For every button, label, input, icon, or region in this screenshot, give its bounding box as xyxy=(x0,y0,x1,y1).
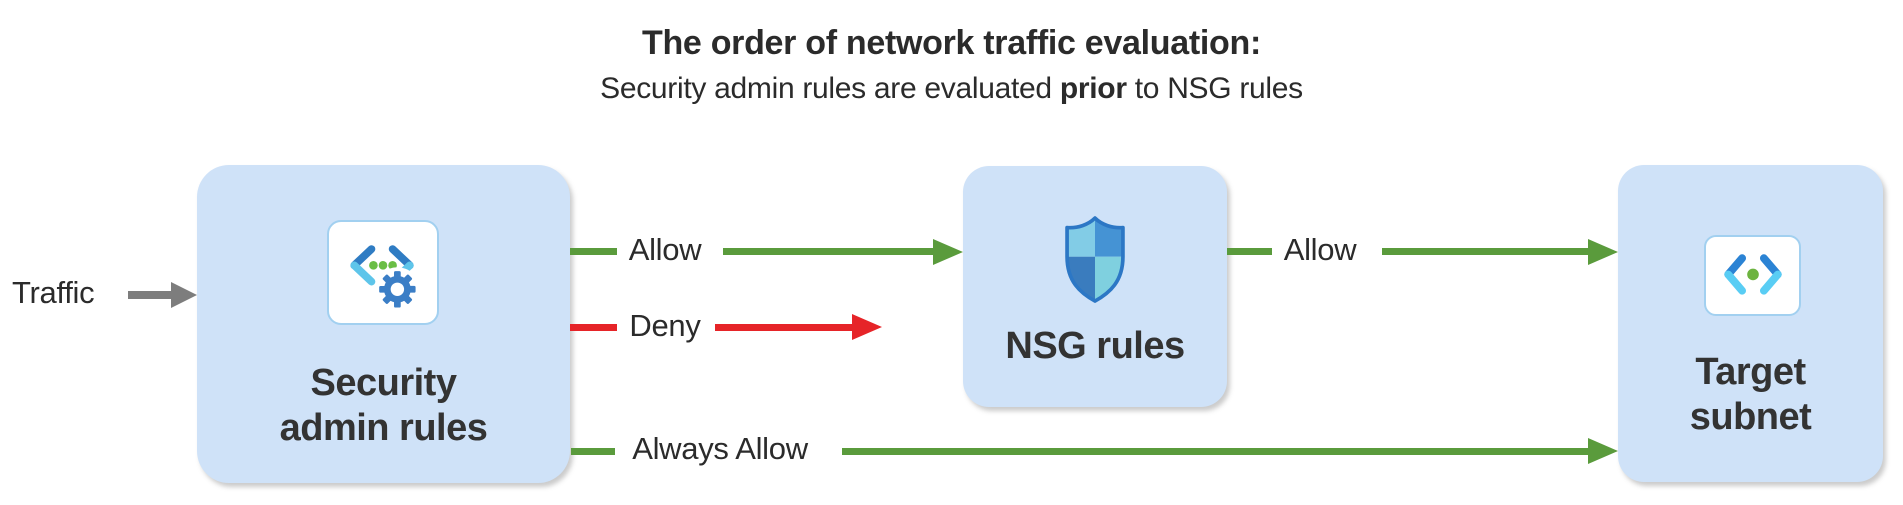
node-label-line1: NSG rules xyxy=(1005,325,1185,367)
node-label-line2: subnet xyxy=(1689,395,1812,438)
subtitle-text-prefix: Security admin rules are evaluated xyxy=(600,72,1060,105)
deny-arrow-tail xyxy=(570,324,617,331)
deny-arrow-head xyxy=(852,314,882,340)
subtitle-emphasis: prior xyxy=(1059,72,1127,105)
node-security-admin-rules: Security admin rules xyxy=(197,165,570,483)
node-target-subnet: Target subnet xyxy=(1618,165,1883,482)
always-allow-arrow-shaft xyxy=(842,448,1588,455)
node-label-line1: Security xyxy=(310,362,457,404)
node-label-nsg: NSG rules xyxy=(963,324,1227,369)
node-label-security-admin: Security admin rules xyxy=(197,361,570,451)
allow-right-arrow-label: Allow xyxy=(1283,232,1357,267)
always-allow-arrow-label: Always Allow xyxy=(632,431,808,466)
allow-top-arrow-tail xyxy=(570,248,617,255)
allow-top-arrow-shaft xyxy=(723,248,933,255)
subnet-code-brackets-icon xyxy=(1723,253,1782,295)
node-label-line1: Target xyxy=(1695,351,1806,393)
deny-arrow-label: Deny xyxy=(629,308,701,343)
nsg-shield-icon xyxy=(1065,216,1125,303)
subtitle-text-suffix: to NSG rules xyxy=(1126,72,1303,105)
target-subnet-icon-card xyxy=(1704,235,1801,316)
allow-right-arrow-head xyxy=(1588,239,1618,265)
diagram-subtitle: Security admin rules are evaluated prior… xyxy=(0,72,1903,106)
node-label-line2: admin rules xyxy=(279,406,488,449)
allow-top-arrow-label: Allow xyxy=(628,232,702,267)
diagram-title: The order of network traffic evaluation: xyxy=(642,24,1261,62)
security-admin-icon-card xyxy=(327,220,439,325)
allow-right-arrow-tail xyxy=(1227,248,1272,255)
node-label-target: Target subnet xyxy=(1618,350,1883,440)
traffic-label: Traffic xyxy=(12,275,95,310)
allow-right-arrow-shaft xyxy=(1382,248,1588,255)
deny-arrow-shaft xyxy=(715,324,852,331)
traffic-arrow-head xyxy=(171,282,197,308)
allow-top-arrow-head xyxy=(933,239,963,265)
node-nsg-rules: NSG rules xyxy=(963,166,1227,407)
traffic-arrow-shaft xyxy=(128,291,171,299)
always-allow-arrow-head xyxy=(1588,438,1618,464)
always-allow-arrow-tail xyxy=(571,448,615,455)
network-manager-code-gear-icon xyxy=(350,244,420,311)
